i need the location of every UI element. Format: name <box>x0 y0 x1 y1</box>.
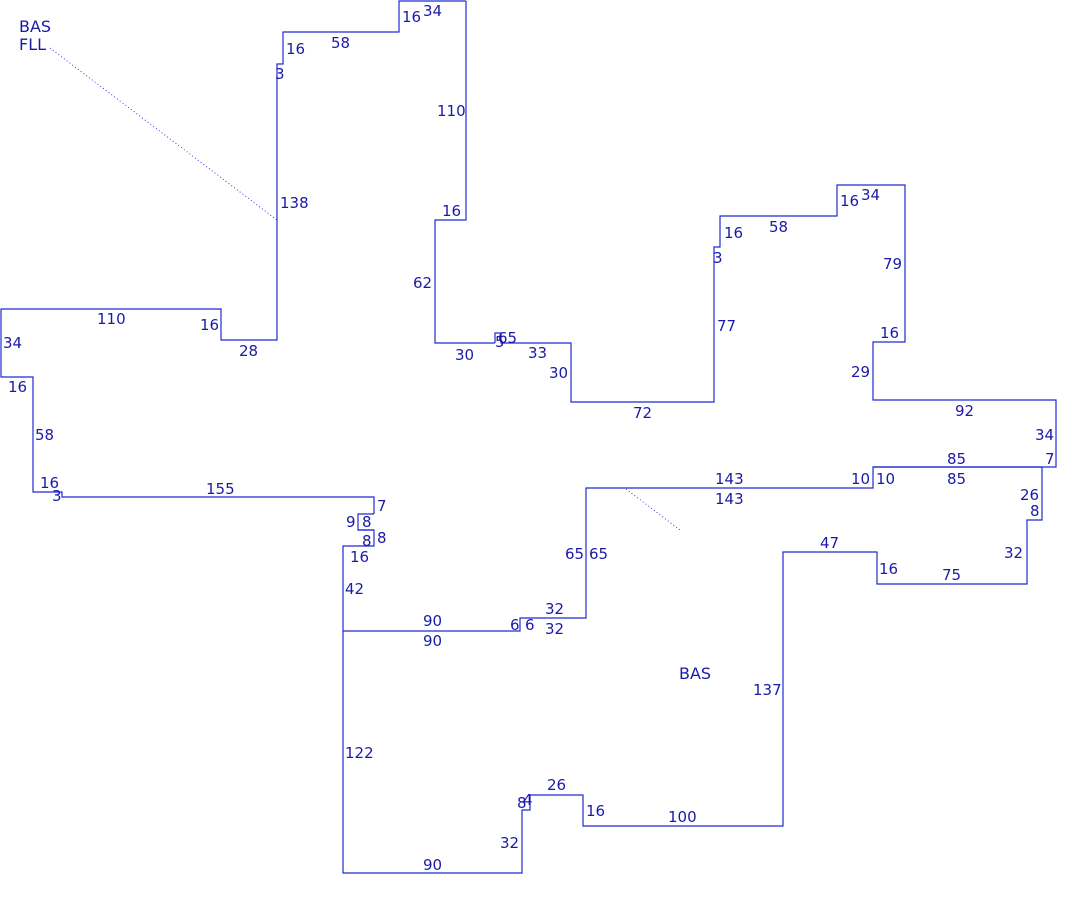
dim-label: 3 <box>275 65 285 83</box>
dim-label: 65 <box>589 545 608 563</box>
dim-label: 75 <box>942 566 961 584</box>
dim-label: 28 <box>239 342 258 360</box>
dim-label: 3 <box>713 249 723 267</box>
dim-label: 110 <box>437 102 466 120</box>
dim-label: 8 <box>1030 502 1040 520</box>
dim-label: 32 <box>545 620 564 638</box>
dim-label: 6 <box>510 616 520 634</box>
dim-label: 16 <box>840 192 859 210</box>
dim-label: 7 <box>1045 450 1055 468</box>
dim-label: 65 <box>498 329 517 347</box>
dim-label: 5 <box>495 333 505 351</box>
dim-label: 16 <box>40 474 59 492</box>
dim-label: 32 <box>500 834 519 852</box>
dim-label: 143 <box>715 490 744 508</box>
dim-label: 16 <box>8 378 27 396</box>
notch-center <box>342 184 1057 874</box>
area-label-bas: BAS <box>679 664 711 683</box>
area-label-fll: FLL <box>19 35 46 54</box>
dim-label: 42 <box>345 580 364 598</box>
dim-label: 8 <box>517 794 527 812</box>
dim-label: 34 <box>3 334 22 352</box>
dim-label: 30 <box>455 346 474 364</box>
dim-label: 79 <box>883 255 902 273</box>
dim-label: 34 <box>1035 426 1054 444</box>
dim-label: 34 <box>423 2 442 20</box>
dim-label: 16 <box>586 802 605 820</box>
dim-label: 58 <box>769 218 788 236</box>
leader-line-top <box>49 47 278 221</box>
dim-label: 9 <box>346 513 356 531</box>
dim-label: 137 <box>753 681 782 699</box>
dim-label: 47 <box>820 534 839 552</box>
dim-label: 26 <box>1020 486 1039 504</box>
dim-label: 16 <box>724 224 743 242</box>
dim-label: 6 <box>525 616 535 634</box>
area-label-bas-fll-top: BAS <box>19 17 51 36</box>
dim-label: 65 <box>565 545 584 563</box>
dim-label: 16 <box>350 548 369 566</box>
leader-line-middle <box>625 488 681 531</box>
dim-label: 29 <box>851 363 870 381</box>
dim-label: 16 <box>442 202 461 220</box>
dim-label: 77 <box>717 317 736 335</box>
dim-label: 3 <box>52 487 62 505</box>
dim-label: 16 <box>200 316 219 334</box>
dim-label: 4 <box>523 791 533 809</box>
dim-label: 26 <box>547 776 566 794</box>
dim-label: 100 <box>668 808 697 826</box>
dim-label: 32 <box>545 600 564 618</box>
dim-label: 30 <box>549 364 568 382</box>
dim-label: 143 <box>715 470 744 488</box>
dim-label: 138 <box>280 194 309 212</box>
dim-label: 8 <box>362 513 372 531</box>
dim-label: 8 <box>377 529 387 547</box>
dim-label: 10 <box>876 470 895 488</box>
dim-label: 72 <box>633 404 652 422</box>
dim-label: 122 <box>345 744 374 762</box>
dim-label: 7 <box>377 497 387 515</box>
dim-label: 110 <box>97 310 126 328</box>
dim-label: 58 <box>331 34 350 52</box>
dim-label: 62 <box>413 274 432 292</box>
dim-label: 34 <box>861 186 880 204</box>
dim-label: 16 <box>402 8 421 26</box>
dim-label: 32 <box>1004 544 1023 562</box>
dim-label: 90 <box>423 612 442 630</box>
dim-label: 16 <box>880 324 899 342</box>
dim-label: 33 <box>528 344 547 362</box>
dim-label: 90 <box>423 856 442 874</box>
dim-label: 85 <box>947 470 966 488</box>
dim-label: 58 <box>35 426 54 444</box>
dim-label: 92 <box>955 402 974 420</box>
dim-label: 16 <box>879 560 898 578</box>
dim-label: 90 <box>423 632 442 650</box>
dim-label: 16 <box>286 40 305 58</box>
dim-label: 155 <box>206 480 235 498</box>
dim-label: 85 <box>947 450 966 468</box>
dim-label: 10 <box>851 470 870 488</box>
dim-label: 8 <box>362 532 372 550</box>
fll-outline <box>0 0 495 514</box>
